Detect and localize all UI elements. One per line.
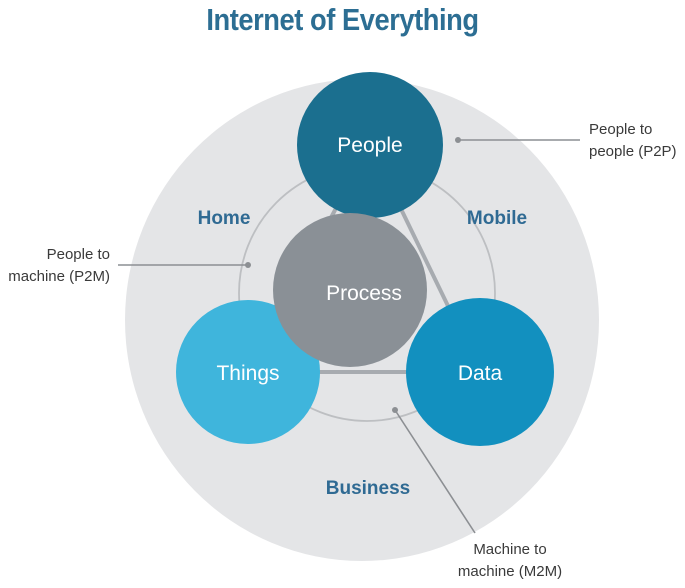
node-people-label: People (337, 134, 402, 157)
callout-m2m-leader (394, 409, 476, 534)
segment-business: Business (326, 478, 410, 499)
callout-p2p-line2: people (P2P) (589, 143, 677, 160)
callout-p2m-dot (245, 262, 251, 268)
node-data-circle (406, 298, 554, 446)
callout-m2m-dot (392, 407, 398, 413)
node-data-label: Data (458, 362, 503, 385)
callout-p2m-line1: People to (47, 246, 110, 263)
callout-m2m-line2: machine (M2M) (458, 563, 562, 580)
callout-p2p-dot (455, 137, 461, 143)
callout-p2m-line2: machine (P2M) (8, 268, 110, 285)
node-process-label: Process (326, 282, 402, 305)
node-process-circle (273, 213, 427, 367)
node-people-circle (297, 72, 443, 218)
node-things-circle (176, 300, 320, 444)
segment-mobile: Mobile (467, 208, 527, 229)
callout-m2m-line1: Machine to (473, 541, 546, 558)
callout-p2p-line1: People to (589, 121, 652, 138)
segment-home: Home (198, 208, 251, 229)
diagram-title: Internet of Everything (206, 2, 479, 37)
node-things-label: Things (216, 362, 279, 385)
